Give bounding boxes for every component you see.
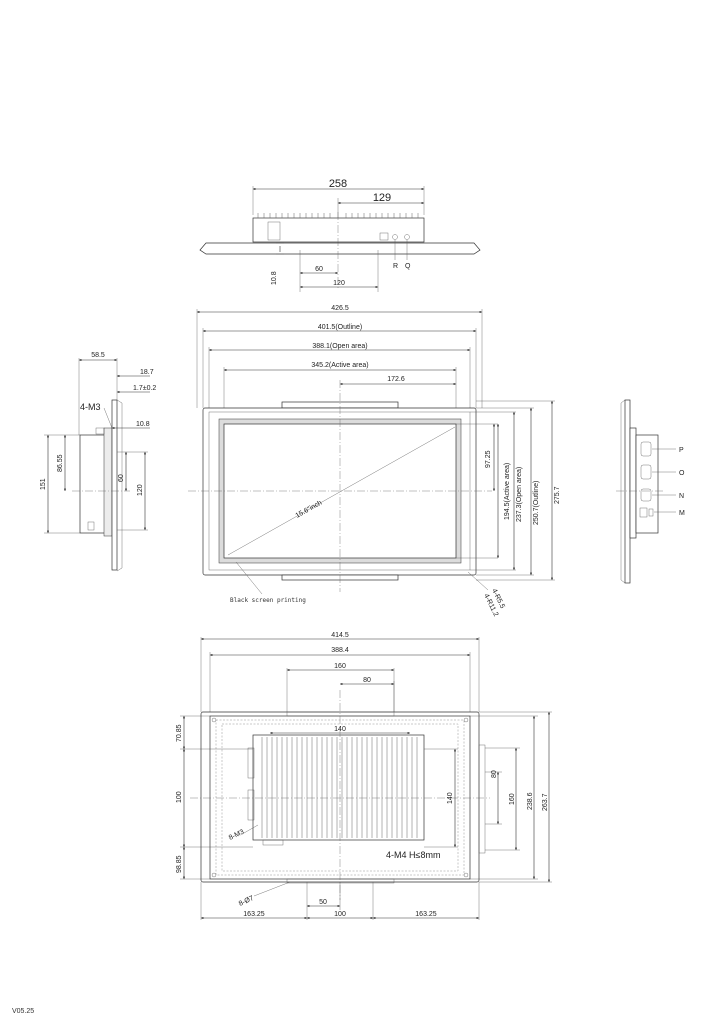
dim-160-v: 160 bbox=[509, 793, 516, 805]
right-side-view: P O N M bbox=[616, 399, 685, 584]
side-bezel bbox=[111, 399, 118, 571]
side-chassis bbox=[79, 434, 107, 534]
label-port-p: P bbox=[679, 447, 684, 454]
dim-18-7: 18.7 bbox=[140, 369, 154, 376]
label-port-q: Q bbox=[405, 263, 411, 270]
back-view: 414.5 388.4 160 80 bbox=[176, 632, 552, 920]
left-side-view: 58.5 18.7 1.7±0.2 4-M3 10.8 151 86.55 60… bbox=[40, 352, 156, 572]
dim-263-7: 263.7 bbox=[542, 793, 549, 811]
dim-163-25-left: 163.25 bbox=[243, 911, 265, 918]
dim-129: 129 bbox=[373, 192, 391, 204]
label-port-m: M bbox=[679, 510, 685, 517]
version-label: V05.25 bbox=[12, 1008, 35, 1015]
right-chassis bbox=[635, 434, 659, 534]
label-port-o: O bbox=[679, 470, 685, 477]
heatsink-fins-back bbox=[261, 737, 418, 838]
dim-86-55: 86.55 bbox=[57, 454, 64, 472]
dim-10-8-side: 10.8 bbox=[136, 421, 150, 428]
dim-1-7: 1.7±0.2 bbox=[133, 385, 156, 392]
dim-172-6: 172.6 bbox=[387, 376, 405, 383]
dim-140-v: 140 bbox=[447, 792, 454, 804]
label-port-n: N bbox=[679, 493, 684, 500]
label-black-printing: Black screen printing bbox=[230, 597, 306, 604]
dim-active-area: 345.2(Active area) bbox=[311, 362, 368, 369]
heatsink-fins-top bbox=[257, 213, 419, 218]
dim-97-25: 97.25 bbox=[485, 450, 492, 468]
dim-open-area: 388.1(Open area) bbox=[312, 343, 367, 350]
heatsink-back bbox=[252, 734, 425, 841]
label-4-m3-side: 4-M3 bbox=[80, 402, 101, 412]
label-8-hole: 8-Ø7 bbox=[238, 895, 255, 908]
dim-120: 120 bbox=[333, 280, 345, 287]
dim-388-4: 388.4 bbox=[331, 647, 349, 654]
dim-80: 80 bbox=[363, 677, 371, 684]
label-port-r: R bbox=[393, 263, 398, 270]
dim-58-5: 58.5 bbox=[91, 352, 105, 359]
dim-outline-v: 250.7(Outline) bbox=[533, 481, 540, 525]
dim-active-area-v: 194.5(Active area) bbox=[504, 463, 511, 520]
bezel-top bbox=[199, 242, 481, 255]
front-view: 426.5 401.5(Outline) 388.1(Open area) 34… bbox=[188, 305, 561, 618]
dim-100-left: 100 bbox=[176, 791, 183, 803]
dim-163-25-right: 163.25 bbox=[415, 911, 437, 918]
dim-60: 60 bbox=[315, 266, 323, 273]
dim-414-5: 414.5 bbox=[331, 632, 349, 639]
dim-60-side: 60 bbox=[118, 474, 125, 482]
dim-70-85: 70.85 bbox=[176, 724, 183, 742]
dim-426-5: 426.5 bbox=[331, 305, 349, 312]
dim-275-7: 275.7 bbox=[554, 486, 561, 504]
dim-258: 258 bbox=[329, 178, 347, 190]
dim-100-bottom: 100 bbox=[334, 911, 346, 918]
top-view: 258 129 60 bbox=[199, 178, 481, 292]
dim-80-v: 80 bbox=[491, 770, 498, 778]
dim-open-area-v: 237.3(Open area) bbox=[516, 467, 523, 522]
dim-238-6: 238.6 bbox=[527, 792, 534, 810]
dim-151: 151 bbox=[40, 478, 47, 490]
dim-outline: 401.5(Outline) bbox=[318, 324, 362, 331]
dim-160: 160 bbox=[334, 663, 346, 670]
heatsink-top bbox=[252, 217, 425, 243]
dim-50: 50 bbox=[319, 899, 327, 906]
label-4-m4: 4-M4 H≤8mm bbox=[386, 850, 440, 860]
right-bezel bbox=[624, 399, 631, 584]
dim-98-85: 98.85 bbox=[176, 855, 183, 873]
dim-10-8: 10.8 bbox=[271, 271, 278, 285]
dim-120-side: 120 bbox=[137, 484, 144, 496]
